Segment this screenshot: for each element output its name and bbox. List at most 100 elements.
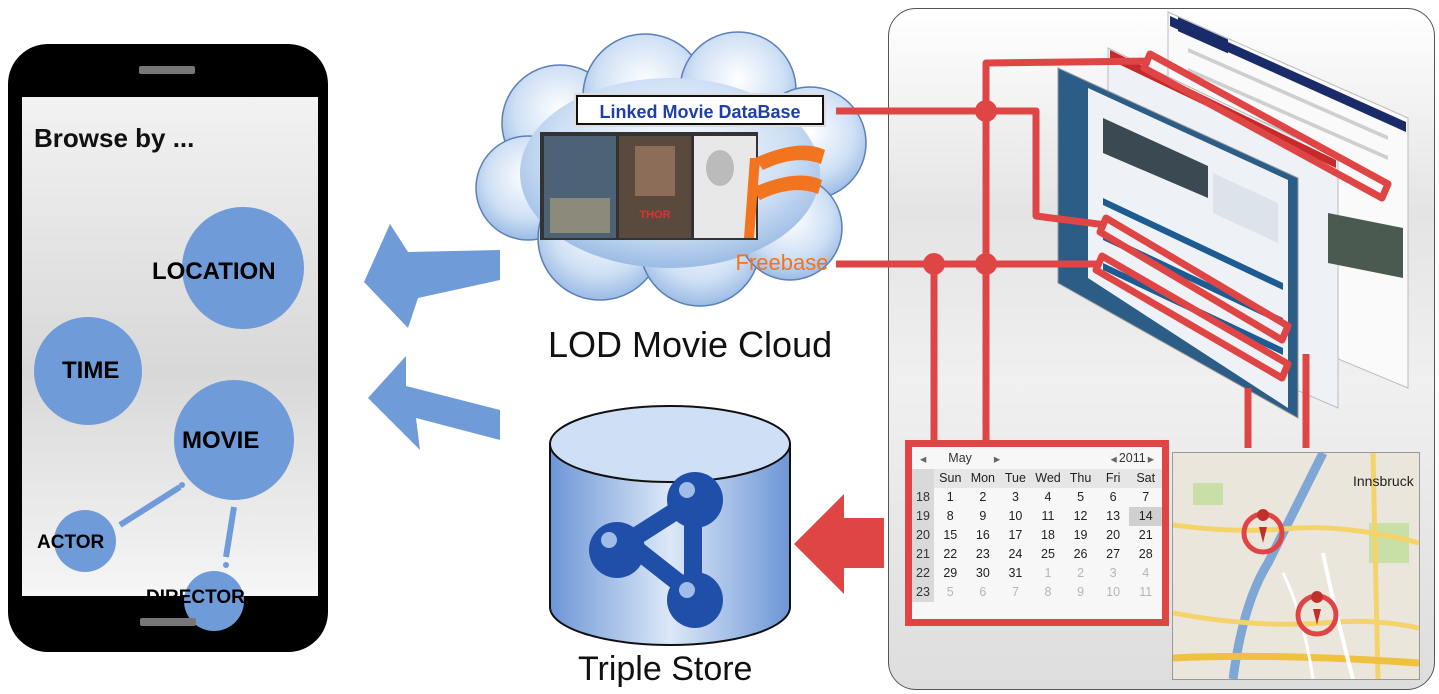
movie-bubble[interactable] xyxy=(174,380,294,500)
calendar-day[interactable]: 24 xyxy=(1008,547,1023,561)
day-header: Tue xyxy=(999,469,1032,488)
calendar-day-other-month[interactable]: 4 xyxy=(1142,566,1150,580)
map-city-label: Innsbruck xyxy=(1353,473,1414,489)
calendar-day-other-month[interactable]: 2 xyxy=(1077,566,1085,580)
calendar-widget[interactable]: ◂ May ▸ ◂ 2011 ▸ Sun Mon Tue Wed Thu Fri… xyxy=(905,440,1169,626)
map-widget[interactable]: Innsbruck xyxy=(1172,452,1420,680)
calendar-day[interactable]: 23 xyxy=(975,547,990,561)
calendar-day[interactable]: 13 xyxy=(1106,509,1121,523)
week-number: 19 xyxy=(912,507,934,526)
calendar-day-other-month[interactable]: 6 xyxy=(979,585,987,599)
week-number: 21 xyxy=(912,545,934,564)
day-header: Sun xyxy=(934,469,967,488)
week-number: 20 xyxy=(912,526,934,545)
location-bubble[interactable] xyxy=(182,207,304,329)
calendar-day[interactable]: 30 xyxy=(975,566,990,580)
calendar-day-other-month[interactable]: 5 xyxy=(946,585,954,599)
blue-arrows xyxy=(364,224,500,450)
director-label: DIRECTOR xyxy=(146,587,245,608)
calendar-day-other-month[interactable]: 11 xyxy=(1139,585,1153,599)
day-header: Mon xyxy=(966,469,1000,488)
triple-store-label: Triple Store xyxy=(578,650,753,688)
phone-home-button[interactable] xyxy=(140,618,196,626)
calendar-day[interactable]: 7 xyxy=(1142,490,1150,504)
time-label: TIME xyxy=(62,357,120,384)
freebase-f-icon xyxy=(755,145,825,170)
calendar-day[interactable]: 4 xyxy=(1044,490,1052,504)
actor-label: ACTOR xyxy=(37,532,105,553)
calendar-day[interactable]: 22 xyxy=(943,547,958,561)
cloud-label: LOD Movie Cloud xyxy=(548,324,833,365)
freebase-logo-text: Freebase xyxy=(736,250,829,275)
calendar-day[interactable]: 15 xyxy=(943,528,958,542)
calendar-day-other-month[interactable]: 8 xyxy=(1044,585,1052,599)
calendar-day[interactable]: 26 xyxy=(1073,547,1088,561)
calendar-day[interactable]: 17 xyxy=(1008,528,1023,542)
calendar-day[interactable]: 29 xyxy=(943,566,958,580)
calendar-day[interactable]: 2 xyxy=(979,490,987,504)
calendar-day[interactable]: 20 xyxy=(1106,528,1121,542)
calendar-day[interactable]: 21 xyxy=(1138,528,1153,542)
week-number: 18 xyxy=(912,488,934,507)
calendar-day[interactable]: 1 xyxy=(946,490,954,504)
calendar-day[interactable]: 28 xyxy=(1138,547,1153,561)
day-header: Fri xyxy=(1096,469,1130,488)
week-number: 23 xyxy=(912,583,934,602)
next-year-icon[interactable]: ▸ xyxy=(1147,451,1154,466)
calendar-day-other-month[interactable]: 9 xyxy=(1077,585,1085,599)
calendar-day[interactable]: 6 xyxy=(1109,490,1117,504)
phone-speaker xyxy=(139,66,195,74)
calendar-day-other-month[interactable]: 7 xyxy=(1011,585,1019,599)
web-pages-stack xyxy=(888,11,1409,448)
arrow-store-to-phone xyxy=(368,356,500,450)
calendar-day[interactable]: 18 xyxy=(1041,528,1055,542)
calendar-day-other-month[interactable]: 3 xyxy=(1109,566,1117,580)
calendar-day[interactable]: 9 xyxy=(979,509,987,523)
calendar-day[interactable]: 10 xyxy=(1008,509,1023,523)
actor-bubble[interactable] xyxy=(54,510,116,572)
calendar-month: May xyxy=(948,451,972,465)
calendar-day[interactable]: 12 xyxy=(1073,509,1088,523)
day-header: Thu xyxy=(1064,469,1097,488)
lmdb-logo-text: Linked Movie DataBase xyxy=(599,102,800,122)
calendar-day[interactable]: 19 xyxy=(1073,528,1088,542)
calendar-day[interactable]: 25 xyxy=(1041,547,1055,561)
smartphone: Browse by ... LOCATION TIME MOVIE ACTOR … xyxy=(8,44,328,652)
calendar-day[interactable]: 3 xyxy=(1011,490,1019,504)
prev-year-icon[interactable]: ◂ xyxy=(1110,451,1117,466)
red-connector-lines xyxy=(836,107,896,268)
time-bubble[interactable] xyxy=(34,317,142,425)
week-number: 22 xyxy=(912,564,934,583)
map-roads xyxy=(1173,453,1419,679)
calendar-day[interactable]: 31 xyxy=(1008,566,1023,580)
next-month-icon[interactable]: ▸ xyxy=(993,451,1001,466)
triple-store-cylinder xyxy=(549,405,791,646)
calendar-year: 2011 xyxy=(1118,451,1146,465)
bubble-connectors xyxy=(118,482,237,568)
calendar-day[interactable]: 16 xyxy=(975,528,990,542)
location-label: LOCATION xyxy=(152,258,276,285)
map-pin-icon[interactable] xyxy=(1231,515,1247,539)
arrow-cloud-to-phone xyxy=(364,224,500,328)
day-header: Sat xyxy=(1129,469,1162,488)
calendar-day-other-month[interactable]: 10 xyxy=(1106,585,1121,599)
browse-title: Browse by ... xyxy=(34,123,195,153)
calendar-day-selected[interactable]: 14 xyxy=(1129,507,1162,526)
red-arrow-to-store xyxy=(794,494,884,594)
calendar-day[interactable]: 27 xyxy=(1106,547,1121,561)
calendar-day[interactable]: 11 xyxy=(1041,509,1055,523)
svg-text:THOR: THOR xyxy=(639,209,670,221)
calendar-day-other-month[interactable]: 1 xyxy=(1044,566,1052,580)
map-pin-icon[interactable] xyxy=(1285,597,1301,621)
lod-cloud: Linked Movie DataBase THOR Freebase xyxy=(475,31,867,307)
week-header xyxy=(912,469,934,488)
movie-label: MOVIE xyxy=(182,427,260,454)
day-header: Wed xyxy=(1031,469,1065,488)
calendar-day[interactable]: 5 xyxy=(1077,490,1085,504)
calendar-grid: Sun Mon Tue Wed Thu Fri Sat 18 1 2 3 4 5… xyxy=(912,469,1162,602)
phone-screen: Browse by ... LOCATION TIME MOVIE ACTOR … xyxy=(22,97,318,631)
rdf-graph-icon xyxy=(589,472,723,628)
calendar-day[interactable]: 8 xyxy=(946,509,954,523)
prev-month-icon[interactable]: ◂ xyxy=(920,451,927,466)
calendar-header: ◂ May ▸ ◂ 2011 ▸ xyxy=(912,447,1162,469)
